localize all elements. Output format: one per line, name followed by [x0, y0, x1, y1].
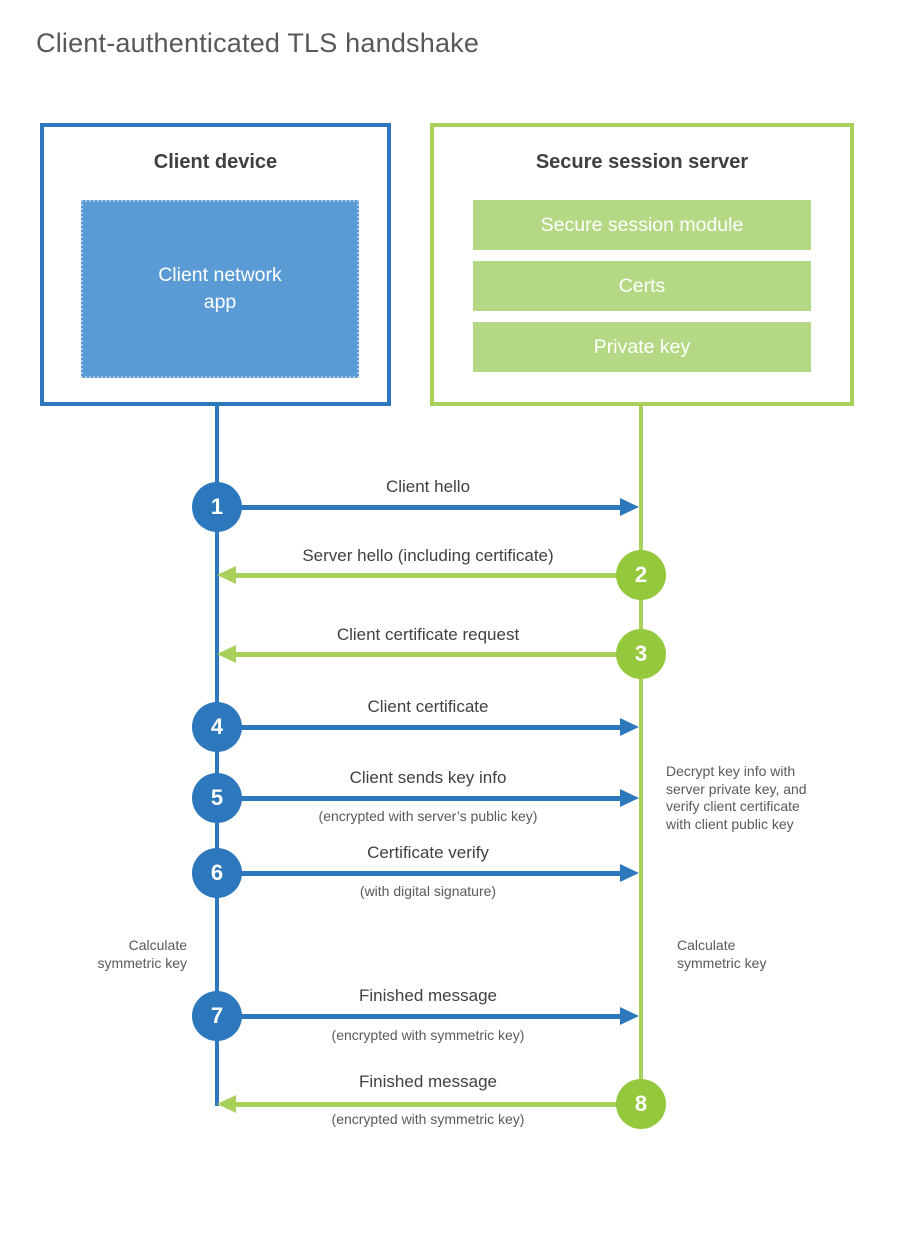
client-lifeline [215, 405, 219, 1106]
step-7-circle: 7 [192, 991, 242, 1041]
step-2-circle: 2 [616, 550, 666, 600]
page-title: Client-authenticated TLS handshake [36, 28, 480, 58]
arrow-head-icon [217, 1095, 236, 1113]
arrow-head-icon [217, 566, 236, 584]
calculate-symmetric-key-note-server: Calculate symmetric key [677, 937, 767, 971]
secure-session-module-label: Secure session module [540, 213, 744, 236]
message-8-sublabel: (encrypted with symmetric key) [331, 1111, 525, 1127]
arrow-shaft [217, 1014, 621, 1019]
message-3-label: Client certificate request [336, 625, 520, 644]
certs-bar: Certs [473, 261, 811, 311]
message-7-sublabel: (encrypted with symmetric key) [331, 1027, 525, 1043]
arrow-shaft [235, 1102, 639, 1107]
client-network-app-box: Client network app [81, 200, 359, 378]
step-6-number: 6 [210, 860, 224, 885]
arrow-shaft [217, 796, 621, 801]
secure-session-module-bar: Secure session module [473, 200, 811, 250]
arrow-head-icon [620, 498, 639, 516]
step-4-circle: 4 [192, 702, 242, 752]
message-1-label: Client hello [385, 477, 471, 496]
message-5-sublabel: (encrypted with server’s public key) [318, 808, 538, 824]
arrow-shaft [217, 505, 621, 510]
server-lifeline [639, 405, 643, 1105]
arrow-shaft [235, 652, 639, 657]
message-8-label: Finished message [359, 1072, 497, 1091]
client-network-app-label: Client network app [158, 263, 282, 313]
client-device-title: Client device [153, 151, 278, 173]
client-device-box: Client device Client network app [40, 123, 391, 406]
step-1-number: 1 [210, 494, 224, 519]
step-8-circle: 8 [616, 1079, 666, 1129]
step-8-number: 8 [634, 1091, 648, 1116]
calculate-symmetric-key-note-client: Calculate symmetric key [97, 937, 187, 971]
certs-label: Certs [618, 274, 666, 297]
private-key-label: Private key [593, 335, 691, 358]
server-box-title: Secure session server [535, 151, 749, 173]
message-4-label: Client certificate [367, 697, 489, 716]
step-2-number: 2 [634, 562, 648, 587]
server-box: Secure session server Secure session mod… [430, 123, 854, 406]
step-4-number: 4 [210, 714, 224, 739]
step-5-circle: 5 [192, 773, 242, 823]
step-3-number: 3 [634, 641, 648, 666]
step-6-circle: 6 [192, 848, 242, 898]
step-3-circle: 3 [616, 629, 666, 679]
arrow-head-icon [620, 718, 639, 736]
step-5-number: 5 [210, 785, 224, 810]
arrow-head-icon [620, 789, 639, 807]
step-7-number: 7 [210, 1003, 224, 1028]
message-5-label: Client sends key info [349, 768, 507, 787]
decrypt-key-info-note: Decrypt key info with server private key… [666, 763, 807, 832]
message-6-sublabel: (with digital signature) [359, 883, 497, 899]
arrow-head-icon [620, 864, 639, 882]
message-2-label: Server hello (including certificate) [302, 546, 554, 565]
arrow-head-icon [217, 645, 236, 663]
message-7-label: Finished message [359, 986, 497, 1005]
private-key-bar: Private key [473, 322, 811, 372]
arrow-shaft [235, 573, 639, 578]
arrow-head-icon [620, 1007, 639, 1025]
step-1-circle: 1 [192, 482, 242, 532]
arrow-shaft [217, 871, 621, 876]
arrow-shaft [217, 725, 621, 730]
message-6-label: Certificate verify [367, 843, 489, 862]
